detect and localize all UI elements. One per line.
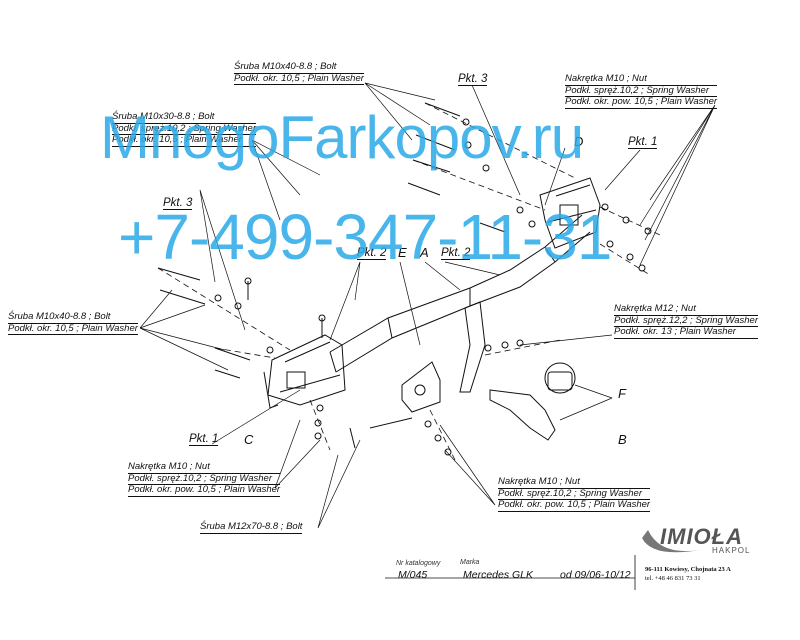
label-line: Śruba M12x70-8.8 ; Bolt	[200, 521, 303, 534]
pkt2-left-label: Pkt. 2	[357, 247, 387, 260]
label-nut-m10-bottom-right: Nakrętka M10 ; Nut Podkł. spręż.10,2 ; S…	[498, 476, 651, 512]
ball-mount	[401, 301, 486, 413]
part-letter-a: A	[420, 245, 429, 260]
hakpol-logo-text: HAKPOL	[712, 546, 751, 555]
label-line: Śruba M10x30-8.8 ; Bolt	[112, 111, 256, 124]
imiola-logo-text: IMIOŁA	[660, 524, 743, 549]
label-line: Podkł. okr. 13 ; Plain Washer	[614, 326, 758, 339]
leader-lines	[139, 82, 716, 529]
label-bolt-m12x70: Śruba M12x70-8.8 ; Bolt	[200, 521, 303, 534]
part-letter-b: B	[618, 432, 627, 447]
tow-ball	[489, 362, 576, 441]
label-line: Podkł. okr. pow. 10,5 ; Plain Washer	[565, 96, 718, 109]
catalog-caption: Nr katalogowy	[396, 560, 441, 567]
part-letter-d: D	[574, 134, 584, 149]
label-line: Podkł. spręż.10,2 ; Spring Washer	[498, 488, 651, 500]
label-nut-m10-bottom-left: Nakrętka M10 ; Nut Podkł. spręż.10,2 ; S…	[128, 461, 281, 497]
left-bracket	[263, 334, 346, 409]
label-line: Podkł. okr. 10,5 ; Plain Washer	[112, 134, 256, 147]
label-line: Podkł. okr. 10,5 ; Plain Washer	[234, 72, 364, 85]
bolt-group-left	[157, 267, 326, 379]
label-line: Podkł. okr. pow. 10,5 ; Plain Washer	[498, 499, 651, 512]
pkt1-left-label: Pkt. 1	[189, 433, 219, 446]
label-line: Podkł. okr. pow. 10,5 ; Plain Washer	[128, 484, 281, 497]
label-line: Nakrętka M10 ; Nut	[128, 461, 281, 474]
pkt2-right-label: Pkt. 2	[441, 247, 471, 260]
company-phone: tel. +48 46 831 73 31	[645, 575, 701, 582]
right-bracket	[539, 177, 601, 249]
crossbar-beam	[329, 214, 591, 373]
label-line: Śruba M10x40-8.8 ; Bolt	[8, 311, 138, 324]
catalog-number: M/045	[398, 569, 428, 581]
watermark-site: MnogoFarkopov.ru	[100, 104, 584, 171]
label-bolt-m10x30: Śruba M10x30-8.8 ; Bolt Podkł. spręż.10,…	[112, 111, 256, 147]
label-line: Podkł. spręż.10,2 ; Spring Washer	[112, 122, 256, 135]
pkt1-right-label: Pkt. 1	[628, 136, 658, 149]
brand-model: Mercedes GLK	[463, 569, 534, 581]
imiola-logo-mark	[642, 530, 700, 553]
part-letter-c: C	[244, 432, 254, 447]
label-line: Podkł. spręż.10,2 ; Spring Washer	[565, 85, 718, 97]
pkt3-left-label: Pkt. 3	[163, 197, 193, 210]
label-line: Podkł. spręż.10,2 ; Spring Washer	[128, 473, 281, 485]
pkt3-top-label: Pkt. 3	[458, 73, 488, 86]
label-line: Nakrętka M10 ; Nut	[565, 73, 718, 86]
label-bolt-m10x40-top: Śruba M10x40-8.8 ; Bolt Podkł. okr. 10,5…	[234, 61, 364, 85]
part-letter-e: E	[398, 245, 407, 260]
company-address: 96-111 Kowiesy, Chojnata 23 A	[645, 566, 731, 573]
label-bolt-m10x40-left: Śruba M10x40-8.8 ; Bolt Podkł. okr. 10,5…	[8, 311, 138, 335]
title-block	[385, 555, 636, 590]
production-years: od 09/06-10/12	[560, 569, 631, 581]
label-line: Nakrętka M12 ; Nut	[614, 303, 758, 316]
watermark-phone: +7-499-347-11-31	[118, 201, 612, 273]
label-line: Śruba M10x40-8.8 ; Bolt	[234, 61, 364, 74]
label-line: Podkł. okr. 10,5 ; Plain Washer	[8, 322, 138, 335]
part-letter-f: F	[618, 386, 626, 401]
label-nut-m12: Nakrętka M12 ; Nut Podkł. spręż.12,2 ; S…	[614, 303, 758, 339]
label-nut-m10-right: Nakrętka M10 ; Nut Podkł. spręż.10,2 ; S…	[565, 73, 718, 109]
label-line: Nakrętka M10 ; Nut	[498, 476, 651, 489]
brand-caption: Marka	[460, 559, 480, 566]
label-line: Podkł. spręż.12,2 ; Spring Washer	[614, 314, 758, 327]
bolt-group-bottom	[314, 339, 524, 456]
